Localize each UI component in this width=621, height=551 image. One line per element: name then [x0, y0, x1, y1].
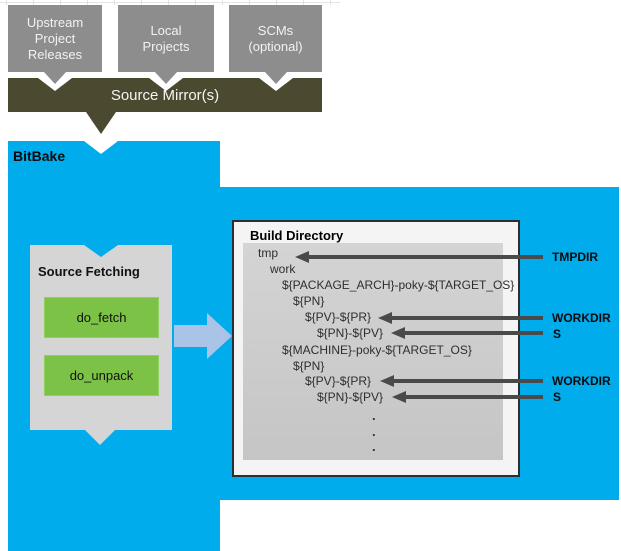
local-projects-box: Local Projects [118, 5, 214, 72]
tree-item-pn-1: ${PN} [293, 294, 325, 308]
do-fetch-task: do_fetch [44, 297, 159, 338]
workdir-label-2: WORKDIR [552, 374, 611, 388]
source-fetching-title: Source Fetching [38, 264, 140, 279]
source-fetching-top-notch [84, 245, 118, 257]
bitbake-label: BitBake [13, 148, 66, 164]
s-label-2: S [553, 390, 562, 404]
flow-arrow-head [207, 313, 232, 359]
tree-item-pn-pv-2: ${PN}-${PV} [317, 390, 384, 404]
workdir-arrow-head-2 [380, 375, 394, 387]
tree-item-pn-2: ${PN} [293, 359, 325, 373]
tmpdir-arrow [307, 255, 543, 259]
tree-ellipsis-dot-2: . [372, 424, 376, 439]
do-unpack-task: do_unpack [44, 355, 159, 396]
tree-item-machine: ${MACHINE}-poky-${TARGET_OS} [282, 343, 472, 357]
mirror-to-bitbake-arrow [86, 112, 116, 134]
build-directory-title: Build Directory [250, 228, 344, 243]
upstream-releases-box: Upstream Project Releases [8, 5, 102, 72]
tree-item-pn-pv-1: ${PN}-${PV} [317, 326, 384, 340]
scms-label: SCMs (optional) [248, 22, 303, 54]
do-unpack-label: do_unpack [69, 368, 134, 383]
s-arrow-1 [403, 331, 543, 335]
tree-ellipsis-dot-1: . [372, 408, 376, 423]
scms-connector-arrow [264, 71, 288, 84]
workdir-label-1: WORKDIR [552, 311, 611, 325]
bitbake-top-notch [84, 141, 118, 154]
do-fetch-label: do_fetch [76, 310, 127, 325]
scms-box: SCMs (optional) [229, 5, 322, 72]
s-label-1: S [553, 327, 562, 341]
tmpdir-label: TMPDIR [552, 250, 598, 264]
tree-item-pv-pr-1: ${PV}-${PR} [305, 310, 372, 324]
directory-tree-panel [243, 243, 503, 460]
tree-item-tmp: tmp [258, 246, 279, 260]
background-grid-ticks [6, 0, 336, 5]
workdir-arrow-1 [390, 316, 543, 320]
flow-arrow-shaft [174, 325, 207, 347]
upstream-releases-label: Upstream Project Releases [26, 14, 84, 62]
s-arrow-2 [404, 395, 543, 399]
source-fetching-bottom-arrow [85, 430, 115, 445]
s-arrow-head-1 [391, 327, 405, 339]
tree-ellipsis-dot-3: . [372, 439, 376, 454]
tree-item-pv-pr-2: ${PV}-${PR} [305, 374, 372, 388]
workdir-arrow-head-1 [378, 312, 392, 324]
s-arrow-head-2 [392, 391, 406, 403]
source-mirror-label: Source Mirror(s) [110, 86, 220, 104]
tree-item-work: work [270, 262, 296, 276]
tree-item-package-arch: ${PACKAGE_ARCH}-poky-${TARGET_OS} [282, 278, 515, 292]
upstream-connector-arrow [43, 71, 67, 84]
local-projects-label: Local Projects [142, 22, 190, 54]
local-connector-arrow [154, 71, 178, 84]
workdir-arrow-2 [392, 379, 543, 383]
tmpdir-arrow-head [295, 251, 309, 263]
